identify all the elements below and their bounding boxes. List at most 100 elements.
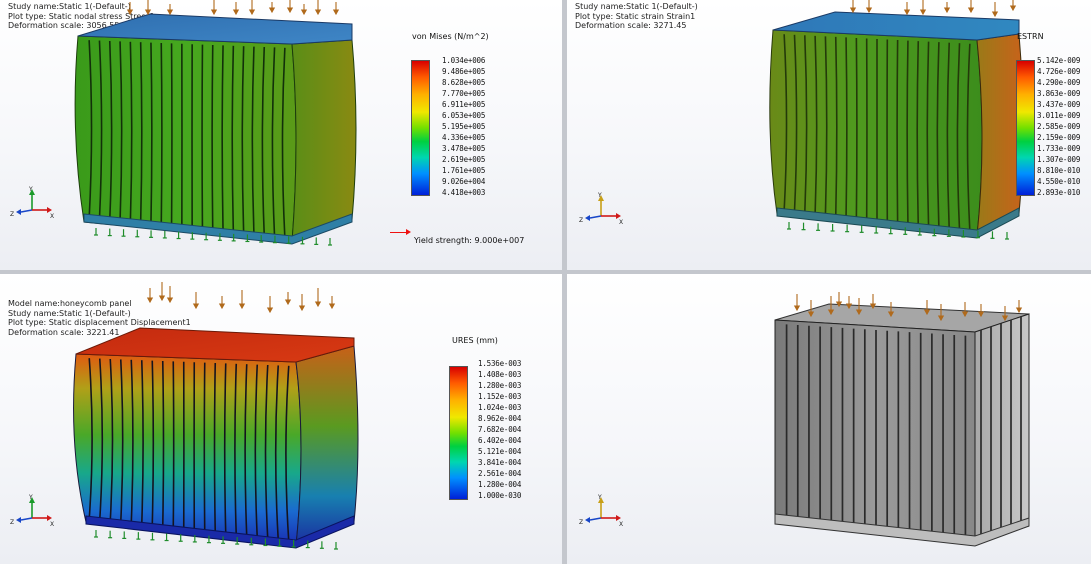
panel-rib [264,364,269,540]
grey-model[interactable] [567,274,1091,564]
load-arrow-icon [158,295,166,302]
load-arrow-icon [835,301,843,308]
legend-label: 6.911e+005 [442,100,486,109]
load-arrow-icon [919,9,927,16]
panel-side-face [291,39,357,243]
svg-text:X: X [50,213,54,220]
panel-side-face [295,345,359,547]
viewport-model-loads[interactable]: Y X Z [567,274,1091,564]
legend-label: 1.280e-003 [478,381,522,390]
load-arrow-icon [218,303,226,310]
panel-rib [926,41,930,227]
viewport-von-mises-stress[interactable]: Study name:Static 1(-Default-) Plot type… [0,0,562,270]
fixture-markers [94,228,332,246]
load-arrow-icon [903,9,911,16]
viewport-displacement[interactable]: Model name:honeycomb panel Study name:St… [0,274,562,564]
panel-rib [271,47,276,237]
svg-text:Z: Z [579,519,583,526]
load-arrow-icon [793,305,801,312]
panel-rib [211,44,214,231]
panel-rib [108,40,113,221]
legend-label: 2.561e-004 [478,469,522,478]
load-arrow-icon [991,11,999,18]
load-arrow-icon [865,7,873,14]
panel-rib [213,362,217,534]
legend-label: 8.962e-004 [478,414,522,423]
stress-model[interactable] [0,0,562,270]
plot-type-line: Plot type: Static nodal stress Stress1 [8,11,155,21]
study-name-line: Study name:Static 1(-Default-) [8,308,131,318]
axis-triad-icon: Y X Z [10,494,54,528]
legend-label: 3.011e-009 [1037,111,1081,120]
load-arrow-icon [943,7,951,14]
load-arrow-icon [192,303,200,310]
load-arrow-icon [314,9,322,16]
legend-title: von Mises (N/m^2) [412,32,489,41]
deformation-scale-line: Deformation scale: 3221.41 [8,327,120,337]
displacement-model[interactable] [0,274,562,564]
viewport-splitter-vertical[interactable] [562,0,567,564]
load-arrow-icon [166,297,174,304]
load-arrow-icon [238,303,246,310]
panel-rib [223,363,227,535]
legend-label: 1.152e-003 [478,392,522,401]
panel-rib [151,360,155,526]
study-name-line: Study name:Static 1(-Default-) [575,2,698,11]
legend-color-bar [449,366,468,500]
strain-model[interactable] [567,0,1091,270]
legend-label: 6.402e-004 [478,436,522,445]
viewport-splitter-horizontal[interactable] [0,270,1091,274]
legend-label: 4.290e-009 [1037,78,1081,87]
panel-rib [234,363,238,536]
svg-text:Y: Y [597,494,602,501]
load-arrow-icon [807,311,815,318]
panel-rib [251,46,255,235]
svg-text:Z: Z [10,211,14,218]
legend-label: 8.810e-010 [1037,166,1081,175]
legend-label: 7.770e+005 [442,89,486,98]
panel-rib [98,358,104,520]
load-arrow-icon [845,303,853,310]
panel-rib [241,46,245,234]
panel-front-face [769,29,983,237]
svg-text:Y: Y [597,192,602,199]
panel-rib [161,360,165,528]
legend-label: 9.486e+005 [442,67,486,76]
load-arrow-icon [1001,315,1009,322]
load-arrow-icon [286,7,294,14]
legend-label: 4.726e-009 [1037,67,1081,76]
load-arrow-icon [144,9,152,16]
panel-ribs [783,34,971,232]
panel-bottom-plate [774,513,1030,547]
load-arrow-icon [314,301,322,308]
panel-rib [845,37,848,218]
panel-ribs [88,40,286,238]
load-arrow-icon [232,9,240,16]
panel-rib [231,45,235,233]
panel-rib [956,43,961,231]
legend-label: 5.142e-009 [1037,56,1081,65]
legend-label: 2.159e-009 [1037,133,1081,142]
viewport-strain[interactable]: Study name:Static 1(-Default-) Plot type… [567,0,1091,270]
panel-ribs [785,316,1022,542]
legend-label: 3.841e-004 [478,458,522,467]
load-arrow-icon [849,7,857,14]
load-arrow-icon [166,9,174,16]
panel-rib [281,47,286,238]
panel-top-face [772,11,1020,41]
panel-front-face [774,319,976,545]
legend-label: 3.437e-009 [1037,100,1081,109]
legend-label: 1.034e+006 [442,56,486,65]
panel-rib [98,40,103,220]
legend-title: URES (mm) [452,336,498,345]
load-arrow-icon [300,9,308,16]
panel-rib [140,360,144,525]
panel-rib [274,365,280,541]
panel-top-face [75,327,355,363]
legend-label: 1.024e-003 [478,403,522,412]
legend-label: 2.585e-009 [1037,122,1081,131]
load-arrow-icon [146,297,154,304]
load-arrows [849,0,1017,18]
